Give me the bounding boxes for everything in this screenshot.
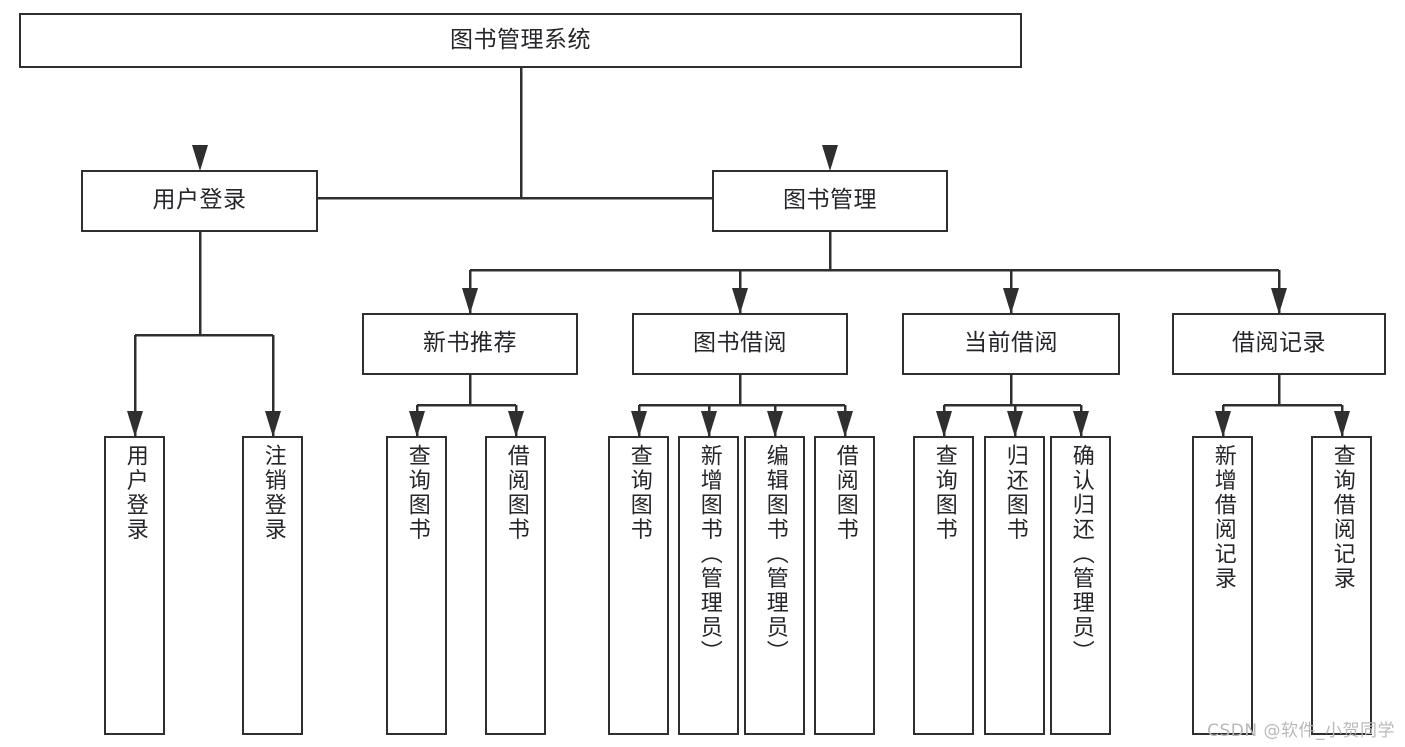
diagram-node-label: 归还图书 [1002,444,1028,542]
diagram-node-label: 查询借阅记录 [1329,444,1355,591]
diagram-node-l2_1: 图书管理 [712,170,948,232]
diagram-node-leaf_4: 查询图书 [608,436,669,735]
diagram-node-label: 用户登录 [152,187,247,214]
connector-arrowhead [1073,411,1089,437]
diagram-node-label: 用户登录 [122,444,148,542]
watermark-text: CSDN @软件_小贺同学 [1207,721,1395,741]
diagram-node-root: 图书管理系统 [19,13,1022,68]
diagram-node-label: 编辑图书（管理员） [762,444,788,665]
diagram-node-l2_0: 用户登录 [81,170,318,232]
diagram-node-label: 确认归还（管理员） [1068,444,1094,665]
connector-arrowhead [265,411,281,437]
connector-arrowhead [767,411,783,437]
diagram-node-label: 新书推荐 [423,330,517,357]
diagram-node-leaf_10: 确认归还（管理员） [1050,436,1111,735]
connector-arrowhead [1003,288,1019,314]
connector-arrowhead [1007,411,1023,437]
diagram-node-leaf_0: 用户登录 [104,436,165,735]
diagram-node-label: 新增图书（管理员） [696,444,722,665]
connector-arrowhead [127,411,143,437]
connector-arrowhead [409,411,425,437]
connector-arrowhead [508,411,524,437]
diagram-node-leaf_8: 查询图书 [913,436,974,735]
diagram-node-leaf_2: 查询图书 [386,436,447,735]
connector-arrowhead [1215,411,1231,437]
connector-arrowhead [837,411,853,437]
diagram-node-leaf_9: 归还图书 [984,436,1045,735]
connector-arrowhead [631,411,647,437]
diagram-node-l3_1: 图书借阅 [632,313,848,375]
diagram-node-label: 图书管理系统 [450,26,591,53]
diagram-node-leaf_11: 新增借阅记录 [1192,436,1253,735]
diagram-node-label: 查询图书 [626,444,652,542]
diagram-node-label: 新增借阅记录 [1210,444,1236,591]
diagram-node-label: 图书借阅 [693,330,787,357]
diagram-node-leaf_12: 查询借阅记录 [1311,436,1372,735]
connector-arrowhead [936,411,952,437]
connector-arrowhead [1334,411,1350,437]
connector-arrowhead [732,288,748,314]
connector-arrowhead [462,288,478,314]
connector-arrowhead [1271,288,1287,314]
diagram-node-label: 借阅记录 [1232,330,1326,357]
diagram-node-label: 当前借阅 [964,330,1058,357]
diagram-node-leaf_5: 新增图书（管理员） [678,436,739,735]
connector-arrowhead [822,145,838,171]
diagram-node-label: 查询图书 [931,444,957,542]
diagram-node-l3_2: 当前借阅 [902,313,1120,375]
diagram-node-leaf_6: 编辑图书（管理员） [744,436,805,735]
diagram-node-label: 借阅图书 [832,444,858,542]
diagram-node-leaf_3: 借阅图书 [485,436,546,735]
diagram-node-l3_0: 新书推荐 [362,313,578,375]
diagram-node-label: 借阅图书 [503,444,529,542]
diagram-node-leaf_1: 注销登录 [242,436,303,735]
connector-arrowhead [701,411,717,437]
diagram-node-label: 查询图书 [404,444,430,542]
connector-arrowhead [192,145,208,171]
diagram-node-label: 图书管理 [783,187,877,214]
diagram-node-leaf_7: 借阅图书 [814,436,875,735]
diagram-node-label: 注销登录 [260,444,286,542]
diagram-node-l3_3: 借阅记录 [1172,313,1386,375]
